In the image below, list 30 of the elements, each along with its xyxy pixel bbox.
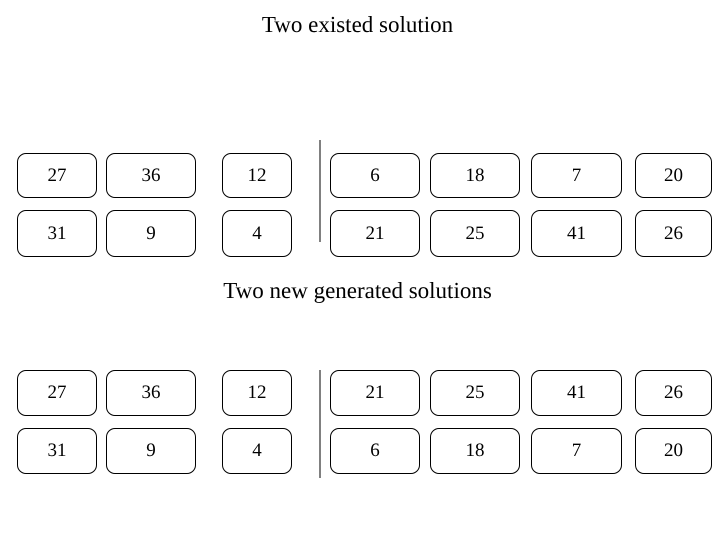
gene-box: 31: [17, 210, 97, 257]
gene-box: 4: [222, 428, 292, 474]
section-heading: Two new generated solutions: [223, 278, 492, 304]
gene-box: 6: [330, 428, 420, 474]
gene-box: 4: [222, 210, 292, 257]
gene-box: 6: [330, 153, 420, 198]
gene-box: 36: [106, 370, 196, 416]
gene-box: 21: [330, 210, 420, 257]
gene-box: 27: [17, 370, 97, 416]
gene-box: 12: [222, 153, 292, 198]
gene-box: 41: [531, 210, 622, 257]
gene-box: 27: [17, 153, 97, 198]
gene-box: 18: [430, 428, 520, 474]
gene-box: 25: [430, 210, 520, 257]
gene-box: 20: [635, 428, 712, 474]
gene-box: 41: [531, 370, 622, 416]
gene-box: 9: [106, 210, 196, 257]
section-heading: Two existed solution: [262, 12, 454, 38]
gene-box: 20: [635, 153, 712, 198]
gene-box: 12: [222, 370, 292, 416]
gene-box: 26: [635, 370, 712, 416]
gene-box: 21: [330, 370, 420, 416]
gene-box: 7: [531, 153, 622, 198]
gene-box: 36: [106, 153, 196, 198]
gene-box: 31: [17, 428, 97, 474]
gene-box: 9: [106, 428, 196, 474]
gene-box: 18: [430, 153, 520, 198]
gene-box: 7: [531, 428, 622, 474]
gene-box: 25: [430, 370, 520, 416]
gene-box: 26: [635, 210, 712, 257]
